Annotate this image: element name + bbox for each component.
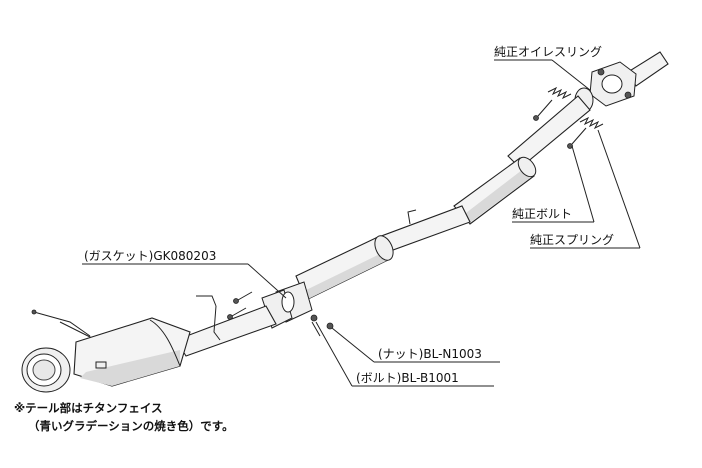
bolt-lower <box>571 127 587 145</box>
joint-nut <box>310 314 318 322</box>
joint-bolt <box>237 291 253 301</box>
center-resonator-section <box>295 235 394 301</box>
spring-lower <box>579 116 604 130</box>
front-pipe <box>507 95 591 169</box>
joint-nut <box>326 322 334 330</box>
joint-bolt-head <box>233 298 239 304</box>
center-resonator-shade <box>302 252 388 300</box>
hanger-end <box>31 309 37 315</box>
tail-tip-core <box>32 359 56 381</box>
rear-pipe <box>175 305 277 357</box>
flange-opening <box>601 74 623 94</box>
bolt-head <box>567 143 573 149</box>
leader-lines <box>82 59 641 387</box>
gasket <box>281 291 295 313</box>
label-gasket: (ガスケット)GK080203 <box>84 249 216 263</box>
hanger-rear <box>196 295 217 307</box>
center-resonator-end <box>374 235 394 261</box>
joint-bolt-right <box>311 321 321 337</box>
spring-upper <box>547 86 572 100</box>
label-bolt: 純正ボルト <box>512 207 572 221</box>
flange-hole <box>597 68 605 76</box>
front-flange-assembly <box>533 51 669 149</box>
leader-nut <box>331 327 375 363</box>
rear-section <box>21 295 277 393</box>
front-resonator-shade <box>462 170 530 224</box>
label-bolt-part: (ボルト)BL-B1001 <box>356 371 459 385</box>
hanger-rear-arm <box>213 305 221 341</box>
hanger-mid <box>407 209 417 225</box>
leader-bolt-part <box>315 321 353 387</box>
front-pipe-section <box>375 95 591 255</box>
muffler-badge <box>95 361 107 369</box>
muffler-seam <box>149 319 181 367</box>
main-muffler-shade <box>80 350 180 386</box>
note-line-1: ※テール部はチタンフェイス <box>14 401 163 415</box>
leader-spring <box>597 129 641 249</box>
label-oil-ring: 純正オイレスリング <box>494 45 602 59</box>
front-resonator-end <box>517 156 537 178</box>
note-line-2: （青いグラデーションの焼き色）です。 <box>28 419 234 433</box>
leader-gasket <box>247 263 287 299</box>
label-nut: (ナット)BL-N1003 <box>378 347 482 361</box>
joint-bolt <box>231 307 247 317</box>
labels: 純正オイレスリング 純正ボルト 純正スプリング (ガスケット)GK080203 … <box>14 45 614 433</box>
hanger-tail-top <box>33 311 91 337</box>
flange-hole <box>624 91 632 99</box>
leader-oil-ring <box>551 59 591 91</box>
leader-bolt <box>571 145 595 223</box>
bolt-upper <box>537 99 553 117</box>
bolt-head <box>533 115 539 121</box>
label-spring: 純正スプリング <box>530 233 614 247</box>
